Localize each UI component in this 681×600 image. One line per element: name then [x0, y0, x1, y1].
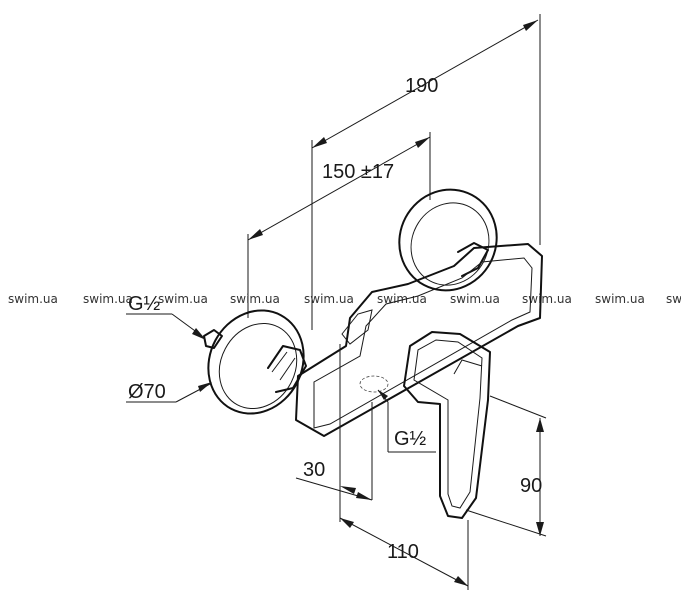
right-rosette [398, 188, 498, 292]
lever-handle [403, 331, 491, 519]
watermark-7: swim.ua [450, 292, 500, 306]
left-rosette [203, 309, 307, 415]
rosette-diameter-callout: Ø70 [126, 381, 212, 403]
dim-110-label: 110 [387, 541, 419, 563]
left-connection-callout: G½ [126, 293, 206, 340]
dim-190-label: 190 [405, 75, 438, 97]
watermark-8: swim.ua [522, 292, 572, 306]
dimension-30: 30 [295, 402, 373, 501]
dim-90-label: 90 [520, 475, 542, 497]
dimension-110: 110 [339, 344, 469, 590]
watermark-3: swim.ua [158, 292, 208, 306]
dim-30-label: 30 [303, 459, 325, 481]
watermark-1: swim.ua [8, 292, 58, 306]
watermark-9: swim.ua [595, 292, 645, 306]
dimension-90: 90 [465, 395, 547, 537]
dimension-150: 150 ±17 [247, 132, 431, 318]
dimension-190: 190 [311, 14, 541, 330]
left-connection-label: G½ [128, 293, 161, 315]
watermark-6: swim.ua [377, 292, 427, 306]
outlet-connection-label: G½ [394, 428, 427, 450]
watermark-5: swim.ua [304, 292, 354, 306]
mixer-body [295, 243, 543, 437]
watermark-2: swim.ua [83, 292, 133, 306]
bottom-outlet: G½ [359, 375, 436, 453]
watermark-4: swim.ua [230, 292, 280, 306]
watermark-row: swim.ua swim.ua swim.ua swim.ua swim.ua … [8, 292, 681, 306]
rosette-diameter-label: Ø70 [128, 381, 166, 403]
dim-150-label: 150 ±17 [322, 161, 394, 183]
watermark-10: sw [666, 292, 681, 306]
